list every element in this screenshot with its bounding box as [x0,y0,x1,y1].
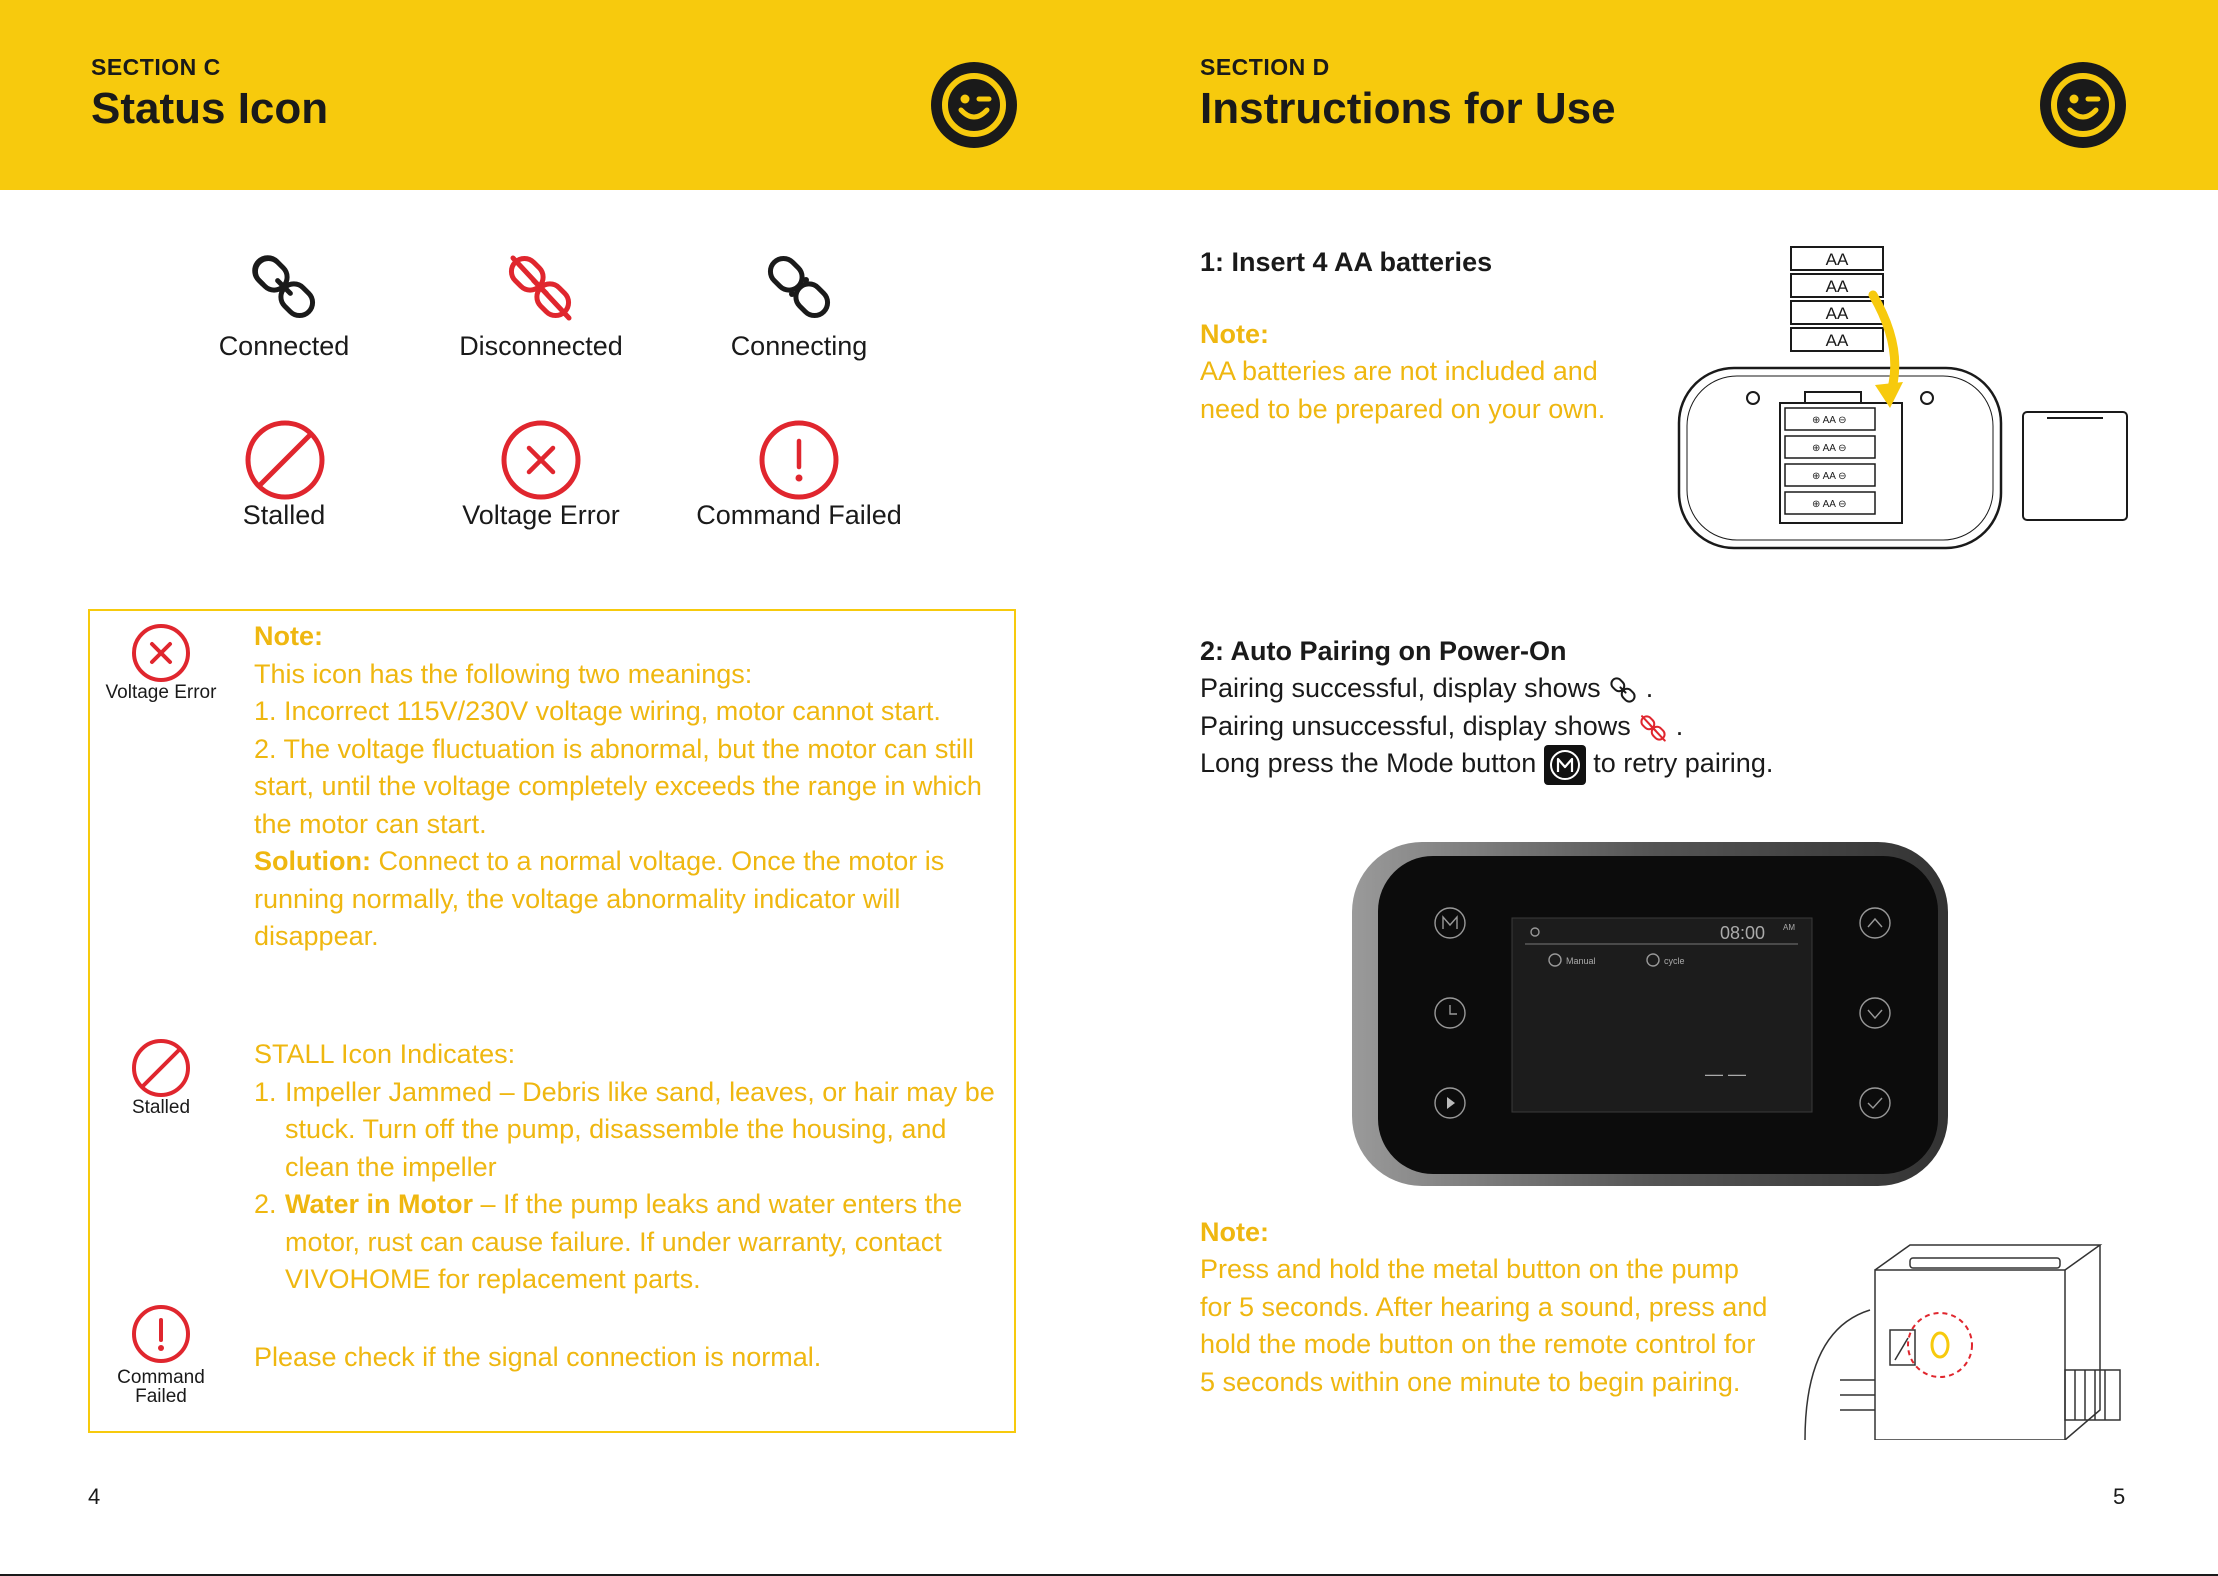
section-d-title: Instructions for Use [1200,84,1616,133]
smiley-icon [931,62,1017,148]
link-icon [252,255,316,319]
step-1-title: 1: Insert 4 AA batteries [1200,247,1493,277]
page-number-right: 5 [2113,1484,2126,1509]
note-solution: Solution: Connect to a normal voltage. O… [254,843,1004,956]
status-label-connecting: Connecting [730,331,868,361]
pairing-success-line: Pairing successful, display shows . [1200,670,1653,708]
step-2-note: Press and hold the metal button on the p… [1200,1254,1768,1397]
mode-button-icon [1543,745,1586,785]
voltage-note-text: Note: This icon has the following two me… [254,618,1004,956]
list-item: 1. Impeller Jammed – Debris like sand, le… [254,1074,1014,1187]
note-title: Note: [254,621,323,651]
side-label-stalled: Stalled [131,1097,191,1118]
long-press-text-end: to retry pairing. [1593,748,1774,779]
battery-label: AA [1790,246,1884,271]
prohibited-icon [132,1039,190,1097]
svg-text:⊕ AA ⊖: ⊕ AA ⊖ [1812,415,1847,426]
battery-label: AA [1790,327,1884,352]
battery-label: AA [1790,273,1884,298]
stall-item-1: Impeller Jammed – Debris like sand, leav… [285,1076,995,1182]
step-1-note: AA batteries are not included and need t… [1200,356,1606,424]
stall-intro: STALL Icon Indicates: [254,1039,516,1069]
section-c-label: SECTION C [91,54,221,80]
stall-list: 1. Impeller Jammed – Debris like sand, le… [254,1074,1014,1299]
remote-dashes: — — [1705,1064,1746,1084]
side-label-voltage-error: Voltage Error [105,682,217,703]
remote-ampm: AM [1783,923,1795,932]
x-circle-icon [132,624,190,682]
status-label-stalled: Stalled [242,500,326,530]
section-c-title: Status Icon [91,84,329,133]
list-item: 2. Water in Motor – If the pump leaks and… [254,1186,1014,1299]
status-label-voltage-error: Voltage Error [462,500,620,530]
svg-text:⊕ AA ⊖: ⊕ AA ⊖ [1812,499,1847,510]
page-bottom-rule [0,1574,2218,1576]
pairing-fail-line: Pairing unsuccessful, display shows . [1200,708,1683,746]
smiley-icon [2040,62,2126,148]
note-meaning-2: 2. The voltage fluctuation is abnormal, … [254,733,982,839]
link-icon [1610,677,1636,703]
x-circle-icon [501,420,581,500]
solution-label: Solution: [254,846,371,876]
step-2-title: 2: Auto Pairing on Power-On [1200,636,1567,666]
command-note-text: Please check if the signal connection is… [254,1342,822,1372]
pairing-success-text: Pairing successful, display shows [1200,673,1601,703]
exclamation-circle-icon [132,1305,190,1363]
connecting-link-icon [767,255,831,319]
stall-item-2-bold: Water in Motor [285,1189,473,1219]
solution-text: Connect to a normal voltage. Once the mo… [254,846,945,951]
remote-mode-manual: Manual [1566,956,1596,966]
svg-text:⊕ AA ⊖: ⊕ AA ⊖ [1812,443,1847,454]
pairing-fail-period: . [1675,711,1684,741]
remote-time: 08:00 [1720,923,1765,943]
exclamation-circle-icon [759,420,839,500]
battery-stack: AA AA AA AA [1790,246,1884,352]
remote-control-front: 08:00 AM Manual cycle — — [1352,842,1948,1186]
remote-mode-cycle: cycle [1664,956,1685,966]
step-2-note-title: Note: [1200,1217,1269,1247]
side-label-command-failed: Command Failed [117,1367,205,1407]
header-banner [0,0,2218,190]
pairing-success-period: . [1645,673,1654,703]
section-d-label: SECTION D [1200,54,1330,80]
note-box [88,609,1016,1433]
status-label-disconnected: Disconnected [459,331,623,361]
stall-note-text: STALL Icon Indicates: 1. Impeller Jammed … [254,1036,1014,1299]
pairing-fail-text: Pairing unsuccessful, display shows [1200,711,1631,741]
note-meaning-1: 1. Incorrect 115V/230V voltage wiring, m… [254,696,941,726]
prohibited-icon [245,420,325,500]
broken-link-icon [508,255,572,321]
status-label-command-failed: Command Failed [696,500,902,530]
list-number: 1. [254,1076,277,1107]
page-number-left: 4 [88,1484,101,1509]
svg-text:⊕ AA ⊖: ⊕ AA ⊖ [1812,471,1847,482]
stall-item-2: – If the pump leaks and water enters the… [285,1189,963,1294]
note-intro: This icon has the following two meanings… [254,658,753,689]
remote-back-illustration: ⊕ AA ⊖ ⊕ AA ⊖ ⊕ AA ⊖ ⊕ AA ⊖ [1677,290,2128,550]
long-press-text: Long press the Mode button [1200,748,1537,779]
step-1-note-title: Note: [1200,319,1269,349]
long-press-line: Long press the Mode button to retry pair… [1200,745,1773,785]
status-label-connected: Connected [218,331,350,361]
list-number: 2. [254,1189,277,1219]
pump-illustration [1804,1244,2121,1440]
broken-link-icon [1640,715,1667,742]
